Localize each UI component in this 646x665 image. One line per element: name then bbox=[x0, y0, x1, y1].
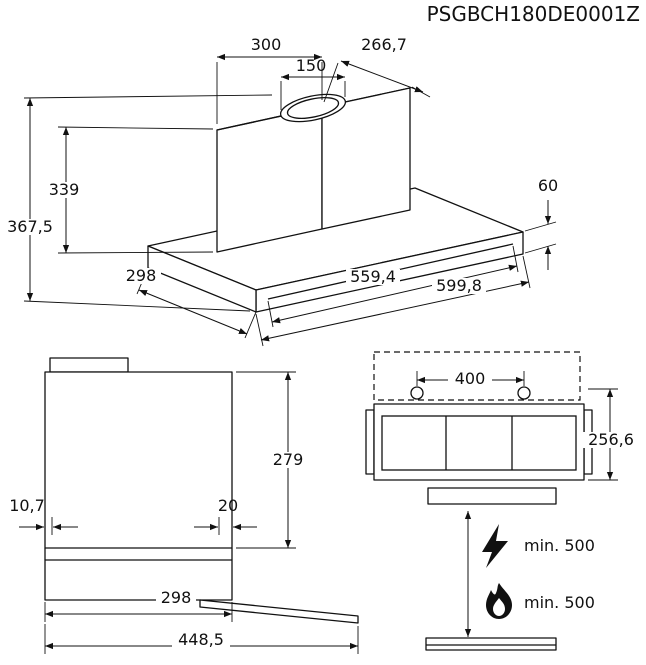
dim-total-depth-open: 448,5 bbox=[44, 624, 359, 654]
duct-outlet-inner-circle bbox=[286, 97, 340, 119]
lightning-icon bbox=[482, 524, 508, 568]
dim-side-depth-label: 298 bbox=[161, 588, 192, 607]
dim-depth: 298 bbox=[121, 266, 257, 339]
dim-rear-offset: 20 bbox=[194, 496, 257, 535]
clearance-gas-label: min. 500 bbox=[524, 593, 595, 612]
witness-line bbox=[57, 251, 214, 254]
dim-top-depth-label: 266,7 bbox=[361, 35, 407, 54]
witness-line bbox=[323, 62, 339, 103]
dimension-line bbox=[340, 60, 424, 93]
dim-top-width: 300 bbox=[216, 35, 323, 124]
dim-duct-diameter-label: 150 bbox=[296, 56, 327, 75]
duct-box-right-face bbox=[321, 87, 411, 230]
dim-front-height-label: 256,6 bbox=[588, 430, 634, 449]
witness-line bbox=[23, 94, 273, 99]
dim-duct-diameter: 150 bbox=[280, 56, 346, 110]
dim-side-height: 279 bbox=[236, 371, 309, 549]
isometric-view: 300 266,7 150 339 bbox=[6, 35, 561, 347]
front-inner-frame bbox=[381, 415, 577, 471]
duct-box-front-face bbox=[216, 106, 323, 253]
side-view: 279 10,7 20 298 bbox=[9, 357, 359, 654]
dim-total-height-label: 367,5 bbox=[7, 217, 53, 236]
label-backing bbox=[448, 371, 492, 387]
mounting-hole-left bbox=[410, 386, 424, 400]
witness-line bbox=[512, 245, 519, 273]
clearance-electric-label: min. 500 bbox=[524, 536, 595, 555]
dim-clearance: min. 500 min. 500 bbox=[464, 511, 595, 637]
witness-line bbox=[255, 313, 264, 347]
duct-stub bbox=[49, 357, 129, 373]
body-side bbox=[44, 371, 233, 549]
front-view: 400 256,6 min. 500 min. 500 bbox=[365, 351, 639, 651]
label-backing bbox=[46, 182, 82, 198]
dim-body-height-label: 339 bbox=[49, 180, 80, 199]
dim-front-offset-label: 10,7 bbox=[9, 496, 45, 515]
witness-line bbox=[524, 221, 557, 232]
dim-top-width-label: 300 bbox=[251, 35, 282, 54]
hood-front-face bbox=[373, 403, 585, 481]
pullout-visor bbox=[199, 599, 359, 624]
dim-side-depth: 298 bbox=[44, 588, 233, 622]
side-flange-left bbox=[365, 409, 375, 475]
label-backing bbox=[172, 632, 230, 648]
product-code: PSGBCH180DE0001Z bbox=[427, 2, 640, 26]
label-backing bbox=[535, 178, 561, 194]
label-backing bbox=[156, 590, 196, 606]
dim-base-height: 60 bbox=[524, 176, 561, 270]
duct-outlet-outer-circle bbox=[279, 93, 347, 123]
dim-outer-width: 599,8 bbox=[255, 255, 531, 347]
witness-line bbox=[23, 300, 251, 312]
dimension-line bbox=[138, 289, 248, 335]
mounting-niche-outline bbox=[373, 351, 581, 401]
cooktop-surface bbox=[425, 637, 557, 651]
dim-side-height-label: 279 bbox=[273, 450, 304, 469]
dim-front-height: 256,6 bbox=[583, 388, 639, 481]
lower-section bbox=[44, 559, 233, 601]
dim-rear-offset-label: 20 bbox=[218, 496, 238, 515]
flame-icon-inner bbox=[493, 598, 505, 616]
witness-line bbox=[524, 243, 557, 254]
label-backing bbox=[6, 219, 55, 235]
dim-hole-spacing-label: 400 bbox=[455, 369, 486, 388]
dim-base-height-label: 60 bbox=[538, 176, 558, 195]
dim-hole-spacing: 400 bbox=[416, 369, 525, 388]
dim-front-offset: 10,7 bbox=[9, 496, 78, 535]
witness-line bbox=[57, 126, 214, 130]
dim-inner-width-label: 559,4 bbox=[350, 267, 396, 286]
mounting-hole-right bbox=[517, 386, 531, 400]
dim-body-height: 339 bbox=[46, 126, 214, 254]
dim-outer-width-label: 599,8 bbox=[436, 276, 482, 295]
label-backing bbox=[121, 268, 161, 284]
dim-depth-label: 298 bbox=[126, 266, 157, 285]
hood-bottom-profile bbox=[427, 487, 557, 505]
label-backing bbox=[583, 432, 639, 448]
label-backing bbox=[432, 278, 486, 294]
dim-total-height: 367,5 bbox=[6, 94, 273, 312]
dim-top-depth: 266,7 bbox=[323, 35, 431, 103]
dim-total-depth-open-label: 448,5 bbox=[178, 630, 224, 649]
label-backing bbox=[267, 452, 309, 468]
